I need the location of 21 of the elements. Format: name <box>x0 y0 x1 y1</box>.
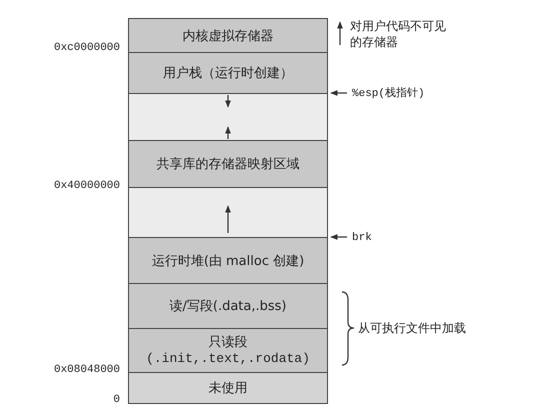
pointer-arrow <box>330 234 347 240</box>
empty-memory-gap <box>128 187 328 238</box>
section-list: (.init,.text,.rodata) <box>146 350 310 366</box>
memory-segment: 共享库的存储器映射区域 <box>128 140 328 188</box>
pointer-arrow <box>330 90 347 96</box>
address-label: 0x40000000 <box>52 179 120 194</box>
pointer-label: brk <box>352 230 372 246</box>
memory-segment <box>128 328 328 373</box>
address-label: 0x08048000 <box>52 363 120 378</box>
brace-label: 从可执行文件中加载 <box>358 320 467 336</box>
empty-memory-gap <box>128 93 328 141</box>
pointer-label: %esp(栈指针) <box>352 86 425 102</box>
memory-segment: 未使用 <box>128 372 328 404</box>
memory-segment: 运行时堆(由 malloc 创建) <box>128 237 328 284</box>
memory-segment: 用户栈（运行时创建） <box>128 52 328 94</box>
memory-segment: 内核虚拟存储器 <box>128 18 328 53</box>
segment-name: 只读段 <box>208 334 248 350</box>
memory-segment: 读/写段(.data,.bss) <box>128 283 328 329</box>
address-label: 0 <box>112 393 120 408</box>
top-note: 对用户代码不可见的存储器 <box>350 18 447 50</box>
address-label: 0xc0000000 <box>52 41 120 56</box>
